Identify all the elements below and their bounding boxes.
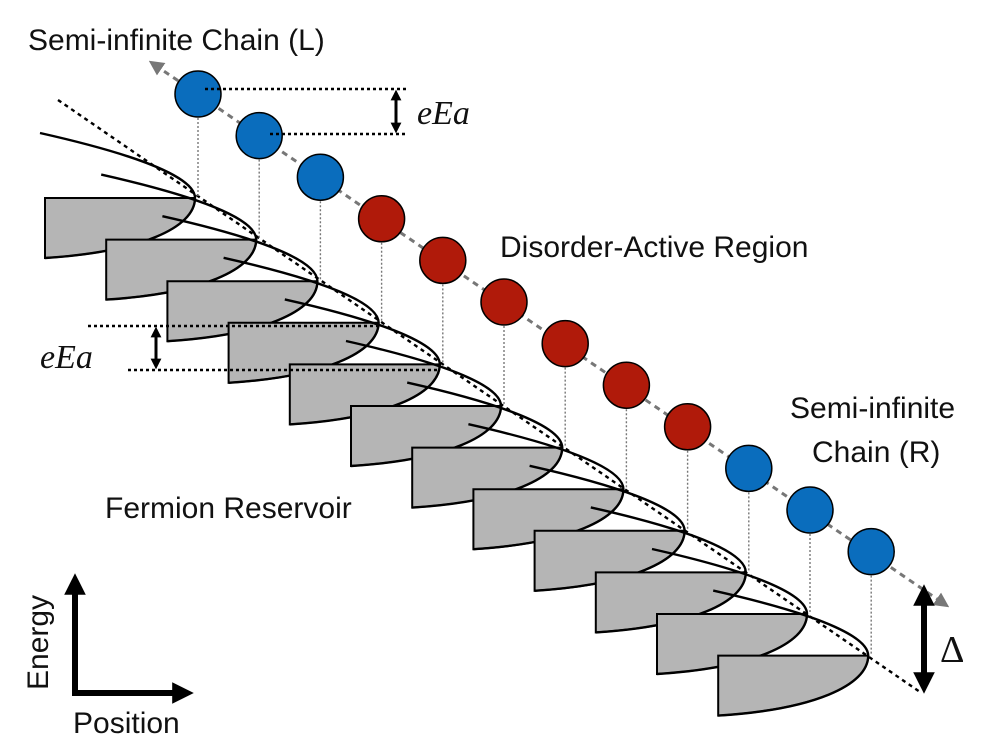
disorder-active-site: [602, 361, 651, 409]
right-chain-site: [847, 527, 895, 576]
left-chain-label: Semi-infinite Chain (L): [28, 24, 325, 57]
bandwidth-label: Δ: [940, 629, 964, 671]
disorder-active-site: [541, 319, 589, 368]
reservoir-block: [712, 589, 870, 717]
reservoir-label: Fermion Reservoir: [105, 492, 352, 525]
left-chain-site: [174, 70, 222, 118]
energy-axis-label: Energy: [22, 595, 55, 690]
disorder-region-label: Disorder-Active Region: [500, 231, 808, 264]
disorder-active-site: [357, 195, 406, 243]
position-axis-label: Position: [73, 707, 180, 740]
field-step-label-left: eEa: [40, 339, 93, 376]
field-step-label-top: eEa: [417, 95, 470, 132]
field-step-marker-left: eEa: [40, 324, 440, 376]
left-chain-site: [235, 111, 283, 160]
lattice-sites: [174, 70, 895, 576]
left-chain-site: [296, 153, 345, 201]
disorder-active-site: [663, 403, 712, 451]
bandwidth-marker: Δ: [913, 584, 964, 694]
right-chain-site: [786, 486, 834, 534]
field-step-marker-top: eEa: [205, 87, 470, 136]
right-chain-site: [725, 444, 773, 493]
disorder-active-site: [419, 236, 467, 285]
right-chain-label-line1: Semi-infinite: [790, 392, 955, 425]
right-chain-label-line2: Chain (R): [812, 436, 940, 469]
axes: Energy Position: [22, 573, 194, 740]
fermion-reservoirs: [39, 131, 870, 717]
disorder-active-site: [480, 278, 528, 326]
